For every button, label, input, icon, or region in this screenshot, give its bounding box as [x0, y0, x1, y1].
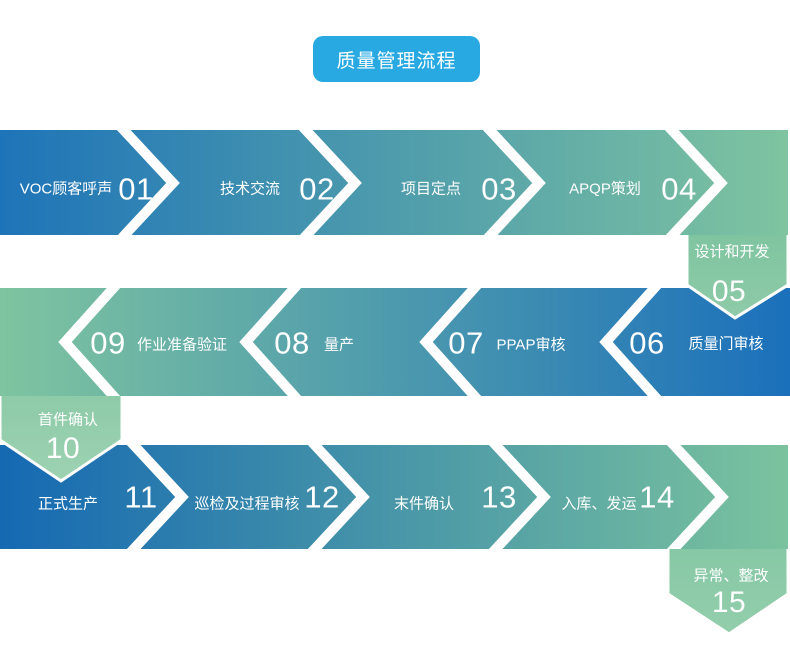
- step-05-label: 设计和开发: [694, 243, 770, 261]
- step-06-label: 质量门审核: [688, 335, 764, 353]
- step-10-label: 首件确认: [37, 411, 99, 429]
- step-14-label: 入库、发运: [561, 495, 637, 513]
- step-14-number: 14: [639, 479, 675, 515]
- step-05-number: 05: [711, 275, 747, 308]
- step-04-number: 04: [661, 171, 697, 207]
- step-07-number: 07: [448, 325, 484, 361]
- row2-band: [0, 288, 790, 396]
- step-02-label: 技术交流: [219, 180, 281, 198]
- row1-chevron-separator-2: [298, 130, 362, 235]
- step-09-number: 09: [90, 325, 126, 361]
- step-09-label: 作业准备验证: [136, 336, 228, 354]
- step-06-number: 06: [629, 325, 665, 361]
- step-03-number: 03: [481, 171, 517, 207]
- row2-chevron-separator-4: [599, 288, 662, 396]
- step-11-label: 正式生产: [37, 495, 99, 513]
- row3-band: [0, 445, 788, 549]
- row3-chevron-separator-2: [307, 445, 370, 549]
- step-07-label: PPAP审核: [496, 336, 566, 354]
- step-02-number: 02: [299, 171, 335, 207]
- step-13-number: 13: [481, 479, 517, 515]
- row3-chevron-separator-1: [126, 445, 189, 549]
- step-11-number: 11: [124, 479, 158, 515]
- step-08-label: 量产: [323, 336, 355, 354]
- row2-chevron-separator-3: [419, 288, 482, 396]
- step-08-number: 08: [274, 325, 310, 361]
- row1-chevron-separator-1: [116, 130, 180, 235]
- step-04-label: APQP策划: [569, 180, 641, 198]
- row2-chevron-separator-1: [58, 288, 121, 396]
- row3-chevron-separator-4: [666, 445, 729, 549]
- step-15-label: 异常、整改: [693, 567, 769, 585]
- step-01-number: 01: [118, 171, 154, 207]
- step-01-label: VOC顾客呼声: [19, 180, 113, 198]
- step-12-label: 巡检及过程审核: [194, 495, 300, 513]
- step-12-number: 12: [304, 479, 340, 515]
- page-title: 质量管理流程: [313, 36, 480, 82]
- row2-chevron-separator-2: [239, 288, 302, 396]
- row1-chevron-separator-4: [664, 130, 728, 235]
- row1-band: [0, 130, 788, 235]
- step-10-number: 10: [45, 432, 81, 465]
- step-13-label: 末件确认: [393, 495, 455, 513]
- row1-chevron-separator-3: [482, 130, 546, 235]
- step-03-label: 项目定点: [400, 180, 462, 198]
- row3-chevron-separator-3: [488, 445, 551, 549]
- step-15-number: 15: [711, 586, 747, 619]
